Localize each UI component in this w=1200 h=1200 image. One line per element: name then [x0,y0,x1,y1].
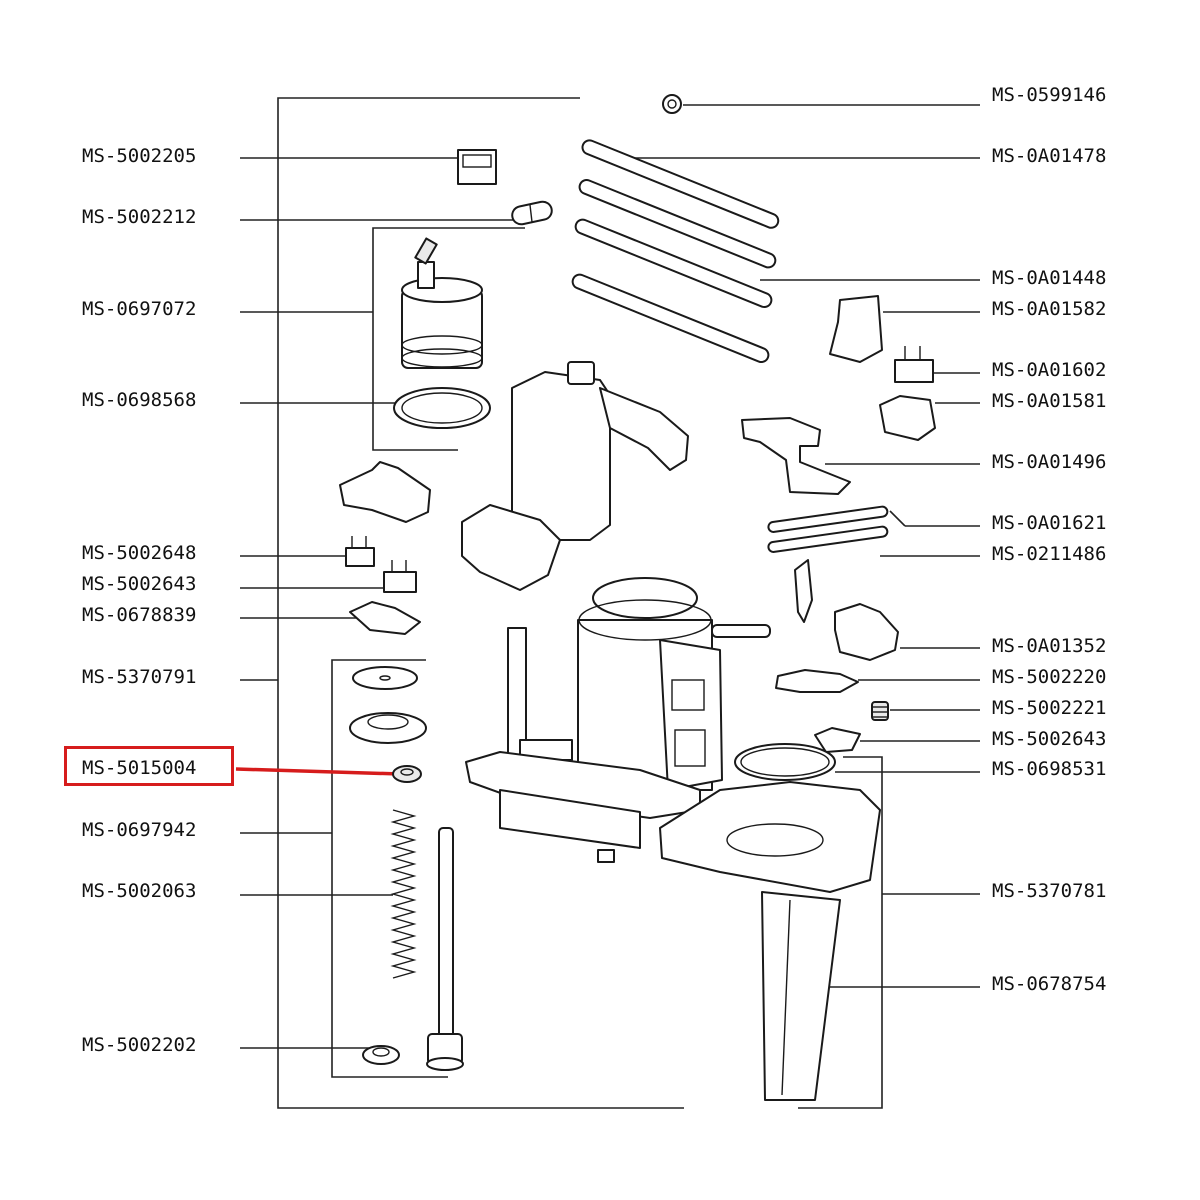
part-label-right[interactable]: MS-0A01582 [992,298,1107,320]
part-label-right[interactable]: MS-0A01478 [992,145,1107,167]
part-heater-rods [767,505,889,553]
part-terminal-right [894,346,934,383]
part-housing-right [834,603,899,661]
right-leader-lines [630,104,980,988]
part-label-right[interactable]: MS-0A01448 [992,267,1107,289]
part-pump-cylinder [401,237,483,369]
part-spring-small [871,701,889,721]
part-disk-2 [349,712,427,744]
part-bracket-left [339,461,431,523]
part-disk-1 [352,666,418,690]
part-nut-highlighted [392,765,422,783]
assembly-brackets [240,97,980,1109]
part-spring [390,809,417,979]
part-label-right[interactable]: MS-0599146 [992,84,1107,106]
part-label-left[interactable]: MS-5002063 [82,880,197,902]
part-clip-small [814,727,861,753]
highlight-box [64,746,234,786]
part-label-right[interactable]: MS-0A01352 [992,635,1107,657]
part-terminal-1 [345,536,375,567]
part-label-left[interactable]: MS-5002643 [82,573,197,595]
part-label-left[interactable]: MS-0678839 [82,604,197,626]
part-label-left[interactable]: MS-0697942 [82,819,197,841]
part-spout-tube [761,891,841,1101]
part-label-right[interactable]: MS-5002221 [992,697,1107,719]
part-sensor-top [829,295,883,363]
part-label-left[interactable]: MS-5370791 [82,666,197,688]
part-label-left[interactable]: MS-0697072 [82,298,197,320]
part-o-ring [393,387,491,429]
left-leader-lines [240,157,515,1049]
part-clip-top [662,94,682,114]
part-label-highlighted[interactable]: MS-5015004 [82,757,197,779]
part-label-left[interactable]: MS-5002212 [82,206,197,228]
part-label-right[interactable]: MS-0678754 [992,973,1107,995]
part-bracket-small [794,559,813,623]
part-piston-rod [426,827,464,1071]
part-label-right[interactable]: MS-5002643 [992,728,1107,750]
part-switch-right [879,395,936,441]
part-label-right[interactable]: MS-5370781 [992,880,1107,902]
part-hose-coupling [511,200,553,226]
part-main-body [461,361,771,863]
part-label-left[interactable]: MS-5002648 [82,542,197,564]
part-clip-left [349,601,421,635]
part-connector-block [457,149,497,185]
part-label-left[interactable]: MS-0698568 [82,389,197,411]
part-seal-ring [734,743,836,781]
part-label-right[interactable]: MS-0698531 [992,758,1107,780]
part-label-right[interactable]: MS-0211486 [992,543,1107,565]
part-label-right[interactable]: MS-0A01621 [992,512,1107,534]
part-label-right[interactable]: MS-0A01496 [992,451,1107,473]
part-label-left[interactable]: MS-5002202 [82,1034,197,1056]
part-plug [362,1045,400,1065]
part-label-left[interactable]: MS-5002205 [82,145,197,167]
part-rods [571,139,780,364]
part-terminal-2 [383,560,417,593]
part-drip-tray [659,781,881,893]
part-label-right[interactable]: MS-5002220 [992,666,1107,688]
highlight-leader-line [235,767,401,776]
part-clip-right [775,669,859,693]
part-label-right[interactable]: MS-0A01581 [992,390,1107,412]
part-lever [741,417,851,495]
part-label-right[interactable]: MS-0A01602 [992,359,1107,381]
